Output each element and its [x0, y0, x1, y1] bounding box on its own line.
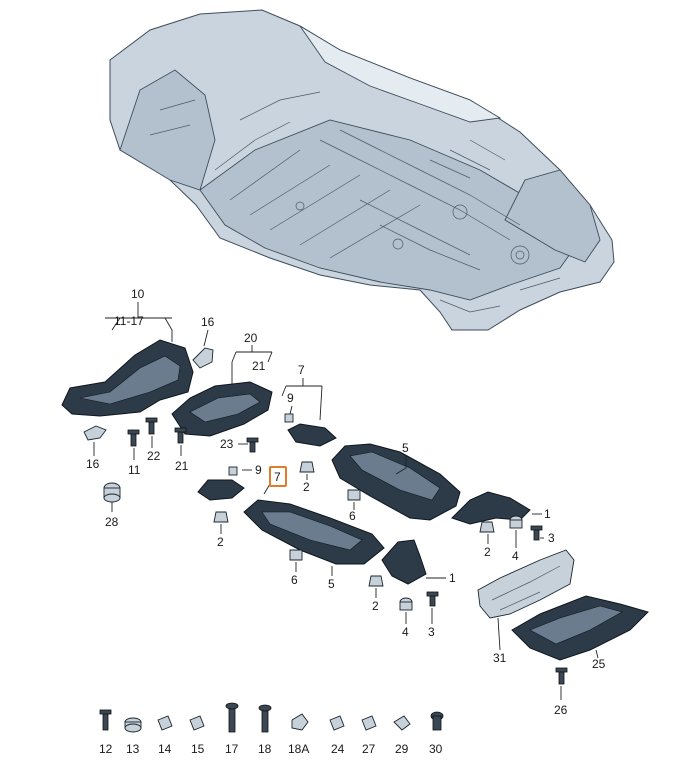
clip-part-9-upper: [284, 413, 294, 423]
label-10: 10: [131, 287, 145, 301]
bracket-part-1-upper: [451, 491, 531, 525]
label-21-top: 21: [252, 359, 266, 373]
label-2-d: 2: [372, 599, 379, 613]
clip-part-6-upper: [347, 489, 361, 501]
clip-part-6-lower: [289, 549, 303, 561]
clip-part-4-lower: [399, 597, 413, 611]
nut-part-2-b: [213, 511, 229, 523]
label-11-17: 11-17: [114, 314, 144, 328]
label-1-upper: 1: [544, 507, 551, 521]
label-26: 26: [554, 703, 568, 717]
clip-part-4-upper: [509, 515, 523, 529]
callout-labels: 10 11-17 16 20 21 7 9 16 11 22 21 23 9 2…: [86, 287, 606, 717]
nut-part-2-c: [479, 521, 495, 533]
hardware-label-24: 24: [331, 742, 345, 756]
label-9-top: 9: [287, 391, 294, 405]
bracket-part-16-upper: [192, 347, 214, 369]
label-7-top: 7: [298, 363, 305, 377]
label-5-upper: 5: [402, 441, 409, 455]
fastener-part-21-left: [174, 427, 187, 444]
engine-splash-shield: [477, 549, 575, 619]
rear-underbody-panel: [61, 339, 194, 417]
hardware-18A: [291, 713, 309, 731]
hardware-label-14: 14: [158, 742, 172, 756]
fastener-part-11: [127, 429, 140, 447]
label-9-mid: 9: [255, 463, 262, 477]
label-28: 28: [105, 515, 119, 529]
hardware-label-17: 17: [225, 742, 239, 756]
screw-part-26: [555, 667, 568, 685]
label-2-c: 2: [484, 545, 491, 559]
bracket-part-7-lower: [197, 479, 245, 501]
bracket-part-7-upper: [287, 423, 337, 447]
label-2-a: 2: [303, 480, 310, 494]
hardware-label-27: 27: [362, 742, 376, 756]
hardware-29: [393, 715, 411, 731]
fastener-part-23: [246, 437, 259, 453]
hardware-label-18: 18: [258, 742, 272, 756]
label-16-bottom: 16: [86, 457, 100, 471]
nut-part-2-a: [299, 461, 315, 473]
label-16-top: 16: [201, 315, 215, 329]
hardware-label-15: 15: [191, 742, 205, 756]
bracket-part-1-lower: [381, 539, 427, 585]
label-22: 22: [147, 449, 161, 463]
hardware-18: [258, 704, 272, 733]
grommet-part-28: [103, 482, 121, 503]
label-23: 23: [220, 437, 234, 451]
label-11: 11: [128, 463, 141, 477]
hardware-label-29: 29: [395, 742, 409, 756]
hardware-15: [189, 715, 205, 731]
hardware-12: [99, 709, 112, 731]
clip-part-9-lower: [228, 466, 238, 476]
label-3-upper: 3: [548, 531, 555, 545]
hardware-17: [225, 702, 239, 733]
label-25: 25: [592, 657, 606, 671]
label-7-highlighted[interactable]: 7: [274, 470, 281, 484]
hardware-27: [361, 715, 377, 731]
hardware-label-12: 12: [99, 742, 113, 756]
hardware-24: [329, 715, 345, 731]
hardware-label-30: 30: [429, 742, 443, 756]
label-31: 31: [493, 651, 507, 665]
label-1-lower: 1: [449, 571, 456, 585]
screw-part-3-lower: [426, 591, 439, 607]
label-2-b: 2: [217, 535, 224, 549]
hardware-label-18A: 18A: [288, 742, 309, 756]
label-4-upper: 4: [512, 549, 519, 563]
bracket-part-16-lower: [83, 425, 107, 441]
front-underbody-panel: [511, 595, 649, 661]
label-6-lower: 6: [291, 573, 298, 587]
label-5-lower: 5: [328, 577, 335, 591]
center-underbody-panel: [171, 381, 273, 437]
label-4-lower: 4: [402, 625, 409, 639]
highlight-box-part-7[interactable]: [269, 466, 287, 487]
leader-lines: [93, 302, 599, 700]
hardware-30: [430, 711, 444, 731]
car-underbody: [109, 9, 615, 331]
hardware-label-13: 13: [126, 742, 140, 756]
label-3-lower: 3: [428, 625, 435, 639]
long-underbody-panel-upper: [331, 443, 461, 521]
label-20: 20: [244, 331, 258, 345]
fastener-part-22: [145, 417, 158, 435]
hardware-14: [157, 715, 173, 731]
screw-part-3-upper: [530, 525, 543, 541]
long-underbody-panel-lower: [243, 499, 385, 565]
label-21: 21: [175, 459, 189, 473]
label-6-upper: 6: [349, 509, 356, 523]
hardware-13: [124, 717, 142, 733]
nut-part-2-d: [368, 575, 384, 587]
hardware-row: 12 13 14 15 17 18 18A 24 27 29 30: [99, 702, 444, 756]
